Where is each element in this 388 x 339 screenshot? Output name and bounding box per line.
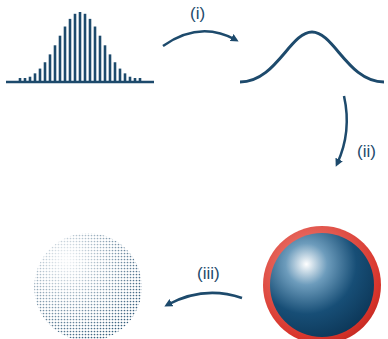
sphere-core xyxy=(270,233,374,337)
arrow-iii xyxy=(167,293,242,305)
step-label: (ii) xyxy=(355,142,378,162)
histogram-bar xyxy=(114,62,117,82)
histogram-bar xyxy=(49,54,52,82)
arrow-ii xyxy=(337,96,347,164)
histogram-bar xyxy=(39,69,42,82)
histogram xyxy=(20,12,140,82)
histogram-bar xyxy=(54,45,57,82)
histogram-bar xyxy=(124,73,127,82)
histogram-bar xyxy=(44,62,47,82)
dotted-sphere xyxy=(34,233,142,339)
histogram-bar xyxy=(99,36,102,82)
histogram-bar xyxy=(94,27,97,82)
histogram-bar xyxy=(119,69,122,82)
histogram-bar xyxy=(69,19,72,82)
histogram-bar xyxy=(59,36,62,82)
histogram-bar xyxy=(74,14,77,82)
histogram-bar xyxy=(84,14,87,82)
step-label: (i) xyxy=(188,4,207,24)
histogram-bar xyxy=(89,19,92,82)
histogram-bar xyxy=(64,27,67,82)
arrow-i xyxy=(163,31,236,46)
histogram-bar xyxy=(34,73,37,82)
sphere-shell xyxy=(263,226,381,339)
histogram-bar xyxy=(109,54,112,82)
histogram-baseline xyxy=(6,81,154,84)
gaussian-curve xyxy=(240,32,384,82)
histogram-bar xyxy=(79,12,82,82)
step-label: (iii) xyxy=(195,264,222,284)
histogram-bar xyxy=(104,45,107,82)
